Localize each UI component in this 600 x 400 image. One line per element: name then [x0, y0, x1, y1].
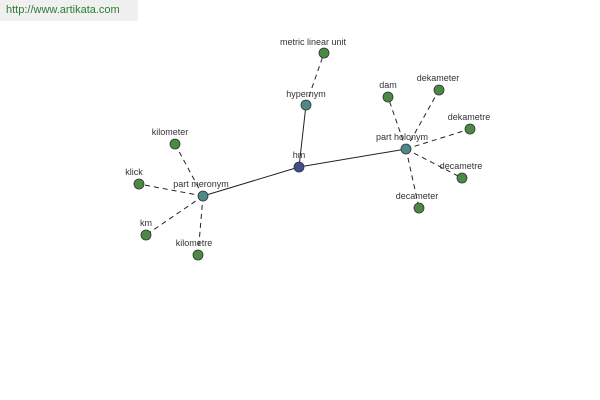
node-hypernym[interactable]: hypernym	[286, 89, 326, 111]
node-circle-klick[interactable]	[133, 178, 145, 190]
node-part_holonym[interactable]: part holonym	[376, 132, 428, 155]
node-label-dekameter: dekameter	[417, 73, 460, 83]
node-circle-decameter[interactable]	[413, 202, 425, 214]
node-kilometer[interactable]: kilometer	[152, 127, 189, 150]
edge-part_holonym-dekametre	[405, 128, 471, 150]
node-label-decameter: decameter	[396, 191, 439, 201]
edge-part_holonym-decametre	[405, 148, 463, 179]
edge-part_meronym-klick	[138, 183, 204, 197]
node-label-dekametre: dekametre	[448, 112, 491, 122]
node-klick[interactable]: klick	[125, 167, 145, 190]
node-circle-km[interactable]	[140, 229, 152, 241]
edge-part_holonym-dam	[387, 96, 407, 150]
node-circle-dekametre[interactable]	[464, 123, 476, 135]
node-dekameter[interactable]: dekameter	[417, 73, 460, 96]
node-decametre[interactable]: decametre	[440, 161, 483, 184]
node-label-klick: klick	[125, 167, 143, 177]
node-circle-dam[interactable]	[382, 91, 394, 103]
node-label-dam: dam	[379, 80, 397, 90]
node-label-part_holonym: part holonym	[376, 132, 428, 142]
nodes-layer: hm hypernym part holonym part meronym metric…	[125, 37, 491, 261]
edge-part_holonym-dekameter	[405, 89, 440, 150]
node-circle-kilometre[interactable]	[192, 249, 204, 261]
node-circle-kilometer[interactable]	[169, 138, 181, 150]
edge-part_meronym-kilometer	[174, 143, 204, 197]
node-circle-decametre[interactable]	[456, 172, 468, 184]
node-label-part_meronym: part meronym	[173, 179, 229, 189]
node-circle-hypernym[interactable]	[300, 99, 312, 111]
edge-part_holonym-decameter	[405, 148, 420, 209]
node-label-decametre: decametre	[440, 161, 483, 171]
node-label-kilometre: kilometre	[176, 238, 213, 248]
node-circle-part_holonym[interactable]	[400, 143, 412, 155]
node-hm[interactable]: hm	[293, 150, 306, 173]
node-decameter[interactable]: decameter	[396, 191, 439, 214]
node-kilometre[interactable]: kilometre	[176, 238, 213, 261]
edge-hm-part_meronym	[202, 166, 300, 197]
edge-part_meronym-kilometre	[197, 195, 204, 256]
node-circle-hm[interactable]	[293, 161, 305, 173]
node-label-km: km	[140, 218, 152, 228]
node-circle-dekameter[interactable]	[433, 84, 445, 96]
node-circle-metric_linear_unit[interactable]	[318, 47, 330, 59]
edge-hm-part_holonym	[298, 148, 407, 168]
node-label-kilometer: kilometer	[152, 127, 189, 137]
edge-part_meronym-km	[145, 195, 204, 236]
node-km[interactable]: km	[140, 218, 152, 241]
node-label-hypernym: hypernym	[286, 89, 326, 99]
edges-layer	[138, 52, 471, 256]
node-circle-part_meronym[interactable]	[197, 190, 209, 202]
edge-hypernym-metric_linear_unit	[305, 52, 325, 106]
node-dekametre[interactable]: dekametre	[448, 112, 491, 135]
watermark-url: http://www.artikata.com	[0, 0, 138, 21]
node-label-metric_linear_unit: metric linear unit	[280, 37, 347, 47]
edge-hm-hypernym	[298, 104, 307, 168]
node-metric_linear_unit[interactable]: metric linear unit	[280, 37, 347, 59]
node-label-hm: hm	[293, 150, 306, 160]
node-dam[interactable]: dam	[379, 80, 397, 103]
node-part_meronym[interactable]: part meronym	[173, 179, 229, 202]
